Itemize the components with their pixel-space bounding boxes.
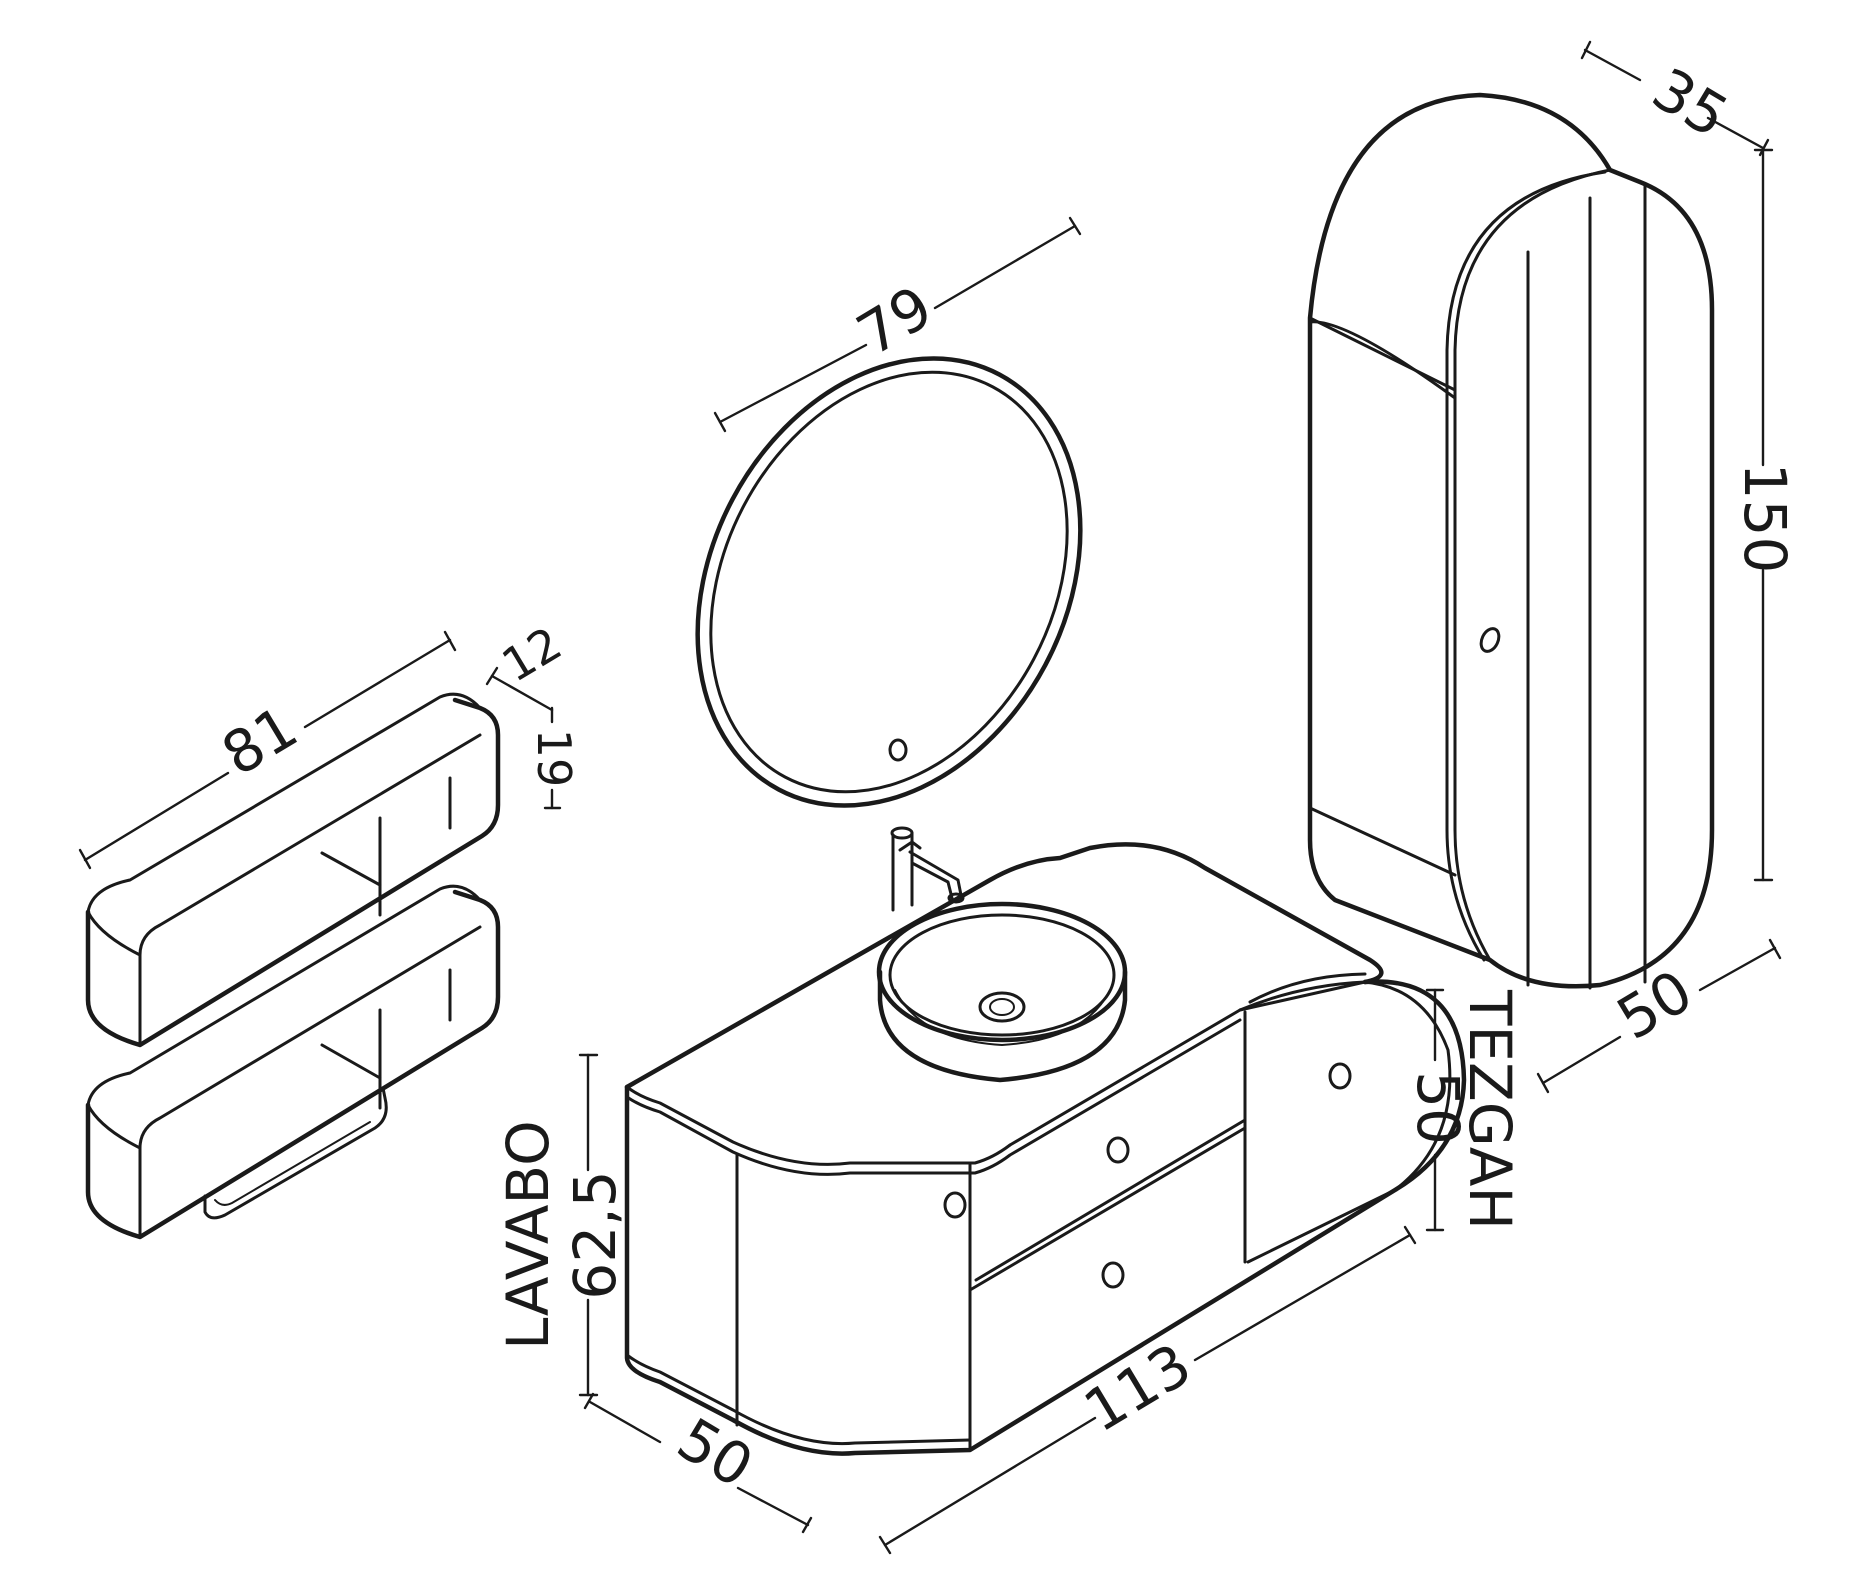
basin-drain-icon (978, 991, 1026, 1023)
dimension-tezgah-height: 50 TEZGAH (1404, 988, 1524, 1232)
basin-faucet (890, 826, 965, 912)
drawer-lower-knob-icon (1101, 1261, 1125, 1289)
shelf-depth-label: 12 (493, 616, 571, 692)
mirror-touch-sensor-icon (888, 738, 908, 762)
dimension-cabinet-depth: 35 (1580, 40, 1770, 157)
cabinet-width-label: 50 (1606, 957, 1704, 1053)
mirror-diameter-label: 79 (846, 273, 944, 369)
lavabo-height-label: 62,5 (561, 1170, 629, 1299)
cabinet-depth-label: 35 (1641, 55, 1739, 151)
vessel-basin (876, 901, 1128, 1083)
tezgah-height-label: 50 (1404, 1071, 1472, 1145)
vanity-door-knob-icon (943, 1191, 967, 1219)
dimension-lavabo-height: 62,5 LAVABO (494, 1053, 629, 1397)
wall-shelf-lower (85, 884, 501, 1240)
wall-shelf-upper (85, 692, 501, 1048)
vanity-unit (624, 842, 1467, 1456)
tezgah-label: TEZGAH (1456, 989, 1524, 1230)
round-mirror (695, 356, 1083, 808)
lavabo-label: LAVABO (494, 1120, 562, 1350)
tall-cabinet (1307, 92, 1715, 990)
dimension-vanity-depth: 50 (583, 1392, 813, 1534)
vanity-width-label: 113 (1073, 1330, 1203, 1445)
cabinet-knob-icon (1479, 627, 1501, 653)
dimension-shelf-height: 19 (527, 706, 581, 810)
side-door-knob-icon (1328, 1062, 1352, 1090)
shelf-height-label: 19 (527, 729, 581, 788)
dimension-shelf-width: 81 (78, 630, 457, 870)
dimension-cabinet-height: 150 (1731, 148, 1799, 882)
towel-bar (203, 1086, 388, 1220)
cabinet-height-label: 150 (1731, 463, 1799, 574)
dimension-cabinet-width: 50 (1536, 938, 1782, 1094)
dimension-mirror-diameter: 79 (713, 216, 1082, 433)
dimension-vanity-width: 113 (878, 1225, 1417, 1555)
dimension-shelf-depth: 12 (485, 616, 571, 712)
drawer-upper-knob-icon (1106, 1136, 1130, 1164)
